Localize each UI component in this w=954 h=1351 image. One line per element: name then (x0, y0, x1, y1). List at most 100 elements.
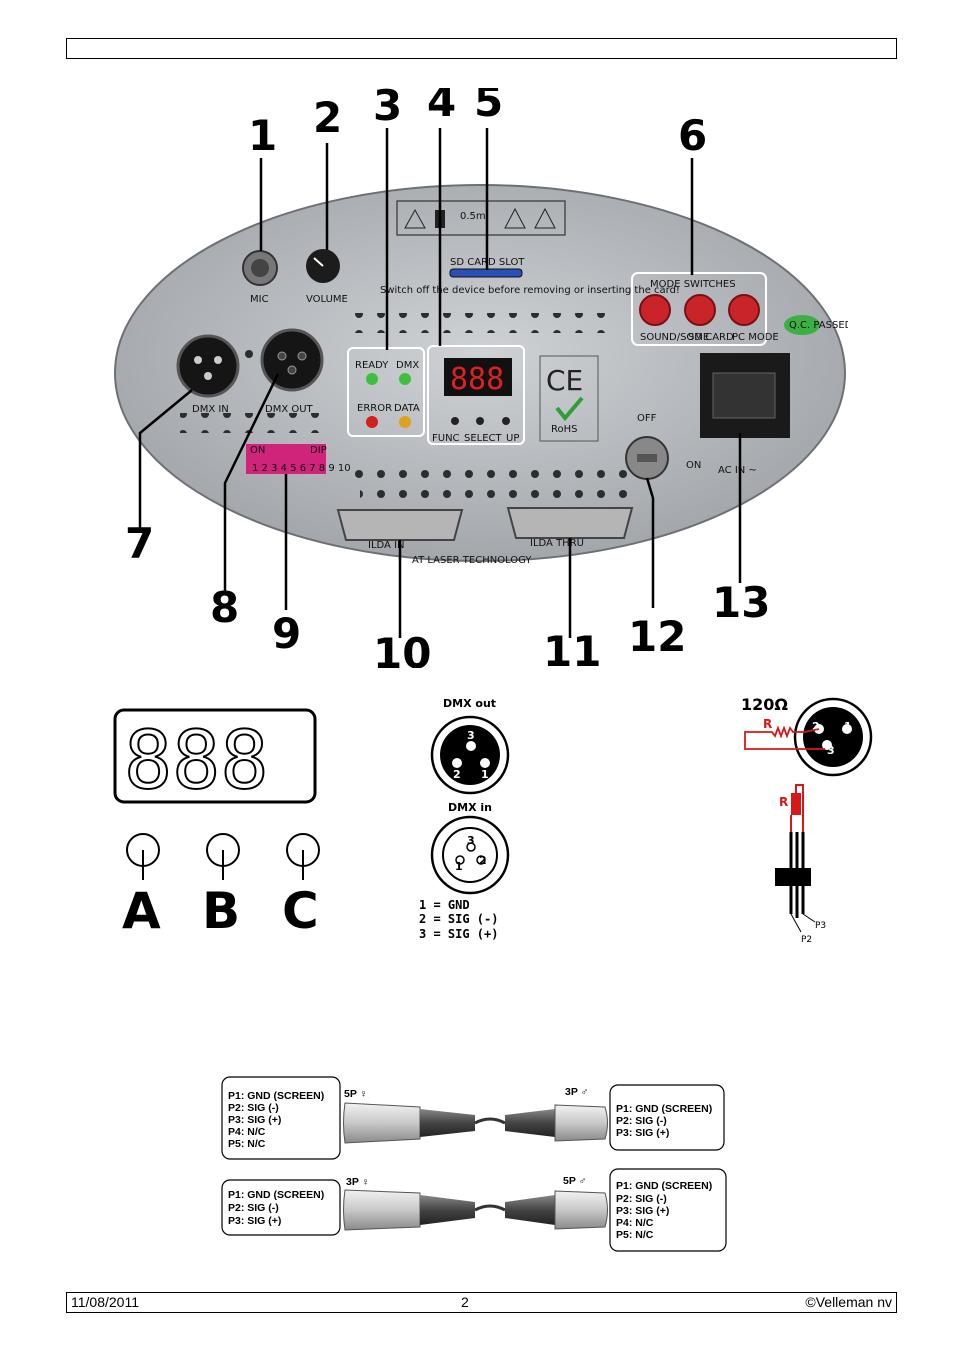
laser-warning-icon (504, 207, 526, 229)
dmx-in-pin2-label: 2 (479, 854, 487, 867)
dmx-out-pin1 (480, 758, 490, 768)
cable2-right-line1: P1: GND (SCREEN) (616, 1180, 712, 1192)
ilda-thru-label: ILDA THRU (530, 538, 584, 549)
volume-label: VOLUME (306, 294, 348, 305)
dip-switch[interactable] (246, 444, 326, 474)
dmx-out-socket (287, 365, 297, 375)
func-button[interactable] (451, 417, 459, 425)
ce-mark: CE (546, 364, 583, 397)
cable1-wire (474, 1117, 506, 1125)
cable2-left-line3: P3: SIG (+) (228, 1215, 281, 1227)
resistor-wire (744, 725, 825, 750)
dmx-out-pin3 (466, 741, 476, 751)
brand-label: AT LASER TECHNOLOGY (412, 555, 532, 566)
ilda-in-label: ILDA IN (368, 540, 405, 551)
cable1-right-line1: P1: GND (SCREEN) (616, 1103, 712, 1115)
vent-holes (350, 463, 650, 483)
callout-9: 9 (272, 609, 301, 658)
button-c-label: C (282, 882, 319, 940)
dmx-in-label: DMX IN (192, 404, 229, 415)
ready-label: READY (355, 360, 389, 371)
rear-panel-figure: 0.5m MIC VOLUME SD CARD SLOT Switch off … (110, 88, 848, 668)
mode-button-pc[interactable] (728, 294, 760, 326)
terminator-pin3 (822, 740, 832, 750)
resistor-body (791, 793, 801, 815)
cable1-left-boot (420, 1109, 475, 1137)
callout-5: 5 (474, 88, 503, 126)
dmx-out-title: DMX out (443, 697, 496, 710)
dmx-out-label: DMX OUT (265, 404, 314, 415)
ac-inlet-socket (712, 372, 776, 419)
callout-12: 12 (628, 612, 686, 661)
button-b-label: B (202, 882, 240, 940)
callout-8: 8 (210, 583, 239, 632)
dmx-out-connector (260, 328, 324, 392)
callout-2: 2 (313, 93, 342, 142)
mode-sound-label: SOUND/SOME (640, 332, 709, 343)
mode-button-sd[interactable] (684, 294, 716, 326)
resistor-r-label: R (763, 717, 772, 731)
p2-label: P2 (801, 935, 812, 945)
terminator-pin1-label: 1 (844, 720, 852, 733)
data-led (399, 416, 411, 428)
resistance-label: 120Ω (741, 695, 788, 714)
dmx-led-label: DMX (396, 360, 419, 371)
mode-switches-label: MODE SWITCHES (650, 279, 736, 290)
display-digits-outline: 888 (124, 714, 269, 807)
cable1-left-line4: P4: N/C (228, 1126, 266, 1138)
cable1-right-box (609, 1084, 725, 1151)
cable2-wire (474, 1204, 506, 1212)
footer-bar: 11/08/2011 2 ©Velleman nv (66, 1292, 897, 1313)
terminator-pin3-label: 3 (827, 744, 835, 757)
pin-legend-2: 2 = SIG (-) (419, 912, 498, 926)
rohs-label: RoHS (551, 424, 577, 435)
cable2-right-line3: P3: SIG (+) (616, 1205, 669, 1217)
caution-icon (534, 207, 556, 229)
rohs-check-icon (555, 396, 584, 422)
cable2-right-plug: 5P ♂ (563, 1175, 586, 1187)
dmx-in-socket3 (466, 842, 476, 852)
resistor-lead (795, 784, 804, 832)
dmx-in-pin (214, 356, 222, 364)
cable1-left-line5: P5: N/C (228, 1138, 266, 1150)
cable2-left-plug: 3P ♀ (346, 1176, 369, 1188)
pin-legend-3: 3 = SIG (+) (419, 927, 498, 941)
terminator-pin2-label: 2 (812, 720, 820, 733)
data-label: DATA (394, 403, 420, 414)
cable1-left-line3: P3: SIG (+) (228, 1114, 281, 1126)
ready-led (366, 373, 378, 385)
callout-6: 6 (678, 111, 707, 160)
vent-holes (350, 313, 610, 333)
mode-pc-label: PC MODE (732, 332, 779, 343)
dmx-led (399, 373, 411, 385)
warning-icons-bar (396, 200, 566, 236)
button-a-label: A (122, 882, 161, 940)
dmx-out-pin1-label: 1 (481, 768, 489, 781)
callout-1: 1 (248, 111, 277, 160)
cable2-left-line2: P2: SIG (-) (228, 1202, 279, 1214)
up-button[interactable] (502, 417, 510, 425)
dip-on-label: ON (250, 445, 265, 456)
mode-button-sound[interactable] (639, 294, 671, 326)
cable2-left-line1: P1: GND (SCREEN) (228, 1189, 324, 1201)
callout-4: 4 (427, 88, 456, 126)
select-button[interactable] (476, 417, 484, 425)
vent-holes (360, 488, 640, 508)
select-label: SELECT (464, 433, 503, 444)
cable1-right-plug-body (554, 1104, 608, 1142)
dmx-out-socket (277, 351, 287, 361)
dip-numbers: 1 2 3 4 5 6 7 8 9 10 (252, 463, 351, 474)
cable2-right-line5: P5: N/C (616, 1229, 654, 1241)
display-frame (427, 345, 525, 445)
distance-label: 0.5m (460, 211, 486, 222)
dmx-out-socket (297, 351, 307, 361)
cable1-right-plug: 3P ♂ (565, 1086, 588, 1098)
adapter-cables-diagram: P1: GND (SCREEN) P2: SIG (-) P3: SIG (+)… (221, 1076, 727, 1252)
dmx-in-outer (430, 815, 510, 895)
key-slot (637, 454, 657, 462)
cable2-left-box (221, 1179, 341, 1236)
qc-passed-sticker (784, 315, 820, 335)
dmx-out-outer (430, 715, 510, 795)
display-button-diagram: 888 A B C (113, 708, 320, 940)
footer-copyright: ©Velleman nv (805, 1294, 892, 1310)
